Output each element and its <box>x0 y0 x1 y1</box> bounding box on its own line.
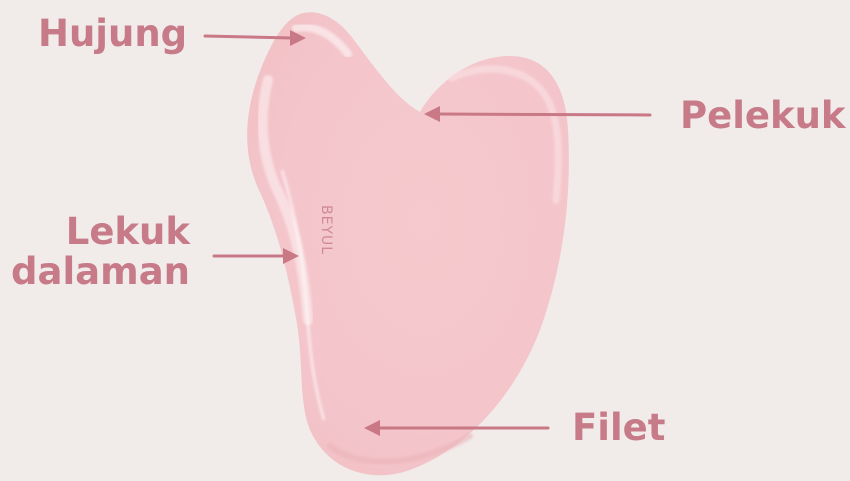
arrow-inner-curve <box>214 248 299 264</box>
gua-sha-stone-icon: BEYUL <box>247 12 569 475</box>
label-inner-curve: Lekuk dalaman <box>10 212 190 292</box>
stone-brand-text: BEYUL <box>318 205 334 255</box>
label-inner-curve-line1: Lekuk <box>10 212 190 252</box>
label-tip: Hujung <box>38 14 187 54</box>
label-inner-curve-line2: dalaman <box>10 252 190 292</box>
arrow-tip <box>205 30 306 46</box>
label-fillet: Filet <box>572 408 665 448</box>
label-notch: Pelekuk <box>680 96 846 136</box>
